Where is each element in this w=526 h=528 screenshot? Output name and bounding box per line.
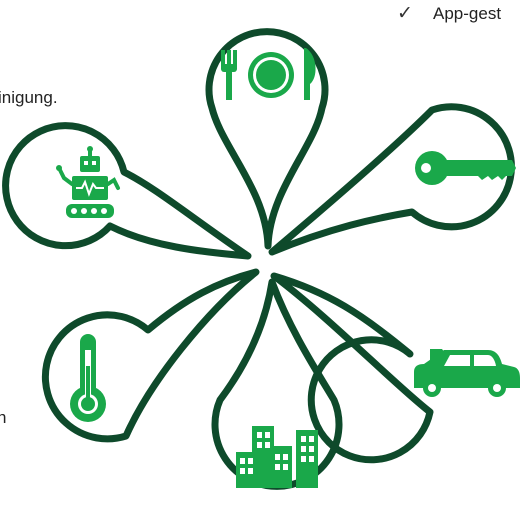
petal-lower-right xyxy=(270,272,434,464)
fork-plate-knife-icon xyxy=(221,48,316,100)
thermometer-icon xyxy=(70,334,106,422)
robot-icon xyxy=(56,146,120,218)
petal-upper-left xyxy=(2,122,252,260)
feature-text-fragment: n xyxy=(0,408,7,427)
car-icon xyxy=(414,349,520,397)
check-mark: ✓ xyxy=(397,3,413,24)
city-buildings-icon xyxy=(236,426,318,488)
feature-text-cleaning: inigung. xyxy=(0,88,58,107)
key-icon xyxy=(415,151,516,185)
petal-upper-right xyxy=(268,103,515,256)
petal-top xyxy=(205,28,329,250)
petal-lower-left xyxy=(41,268,260,443)
feature-text-app: App-gest xyxy=(433,4,502,23)
